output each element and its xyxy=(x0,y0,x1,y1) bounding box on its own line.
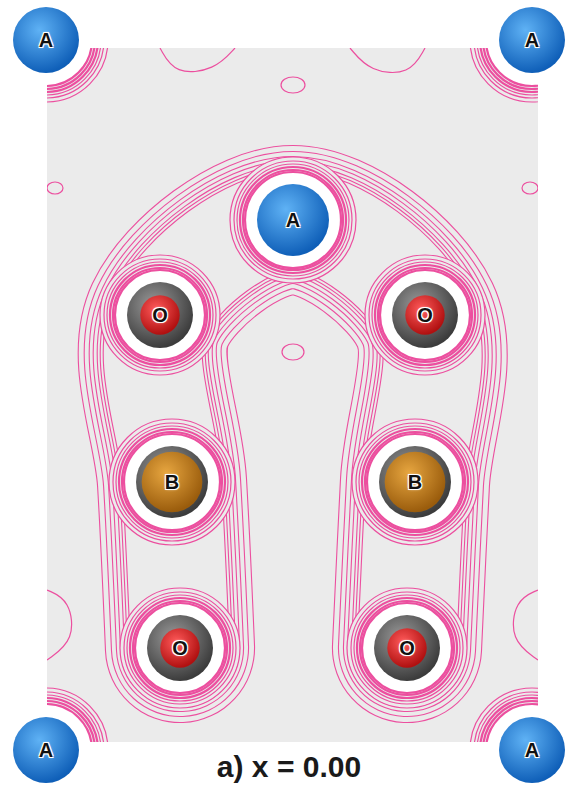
atom-label: B xyxy=(165,472,179,492)
atom-label: O xyxy=(152,305,168,325)
atom-site: O xyxy=(126,281,194,349)
atom-label: B xyxy=(408,472,422,492)
atom-label: A xyxy=(39,30,53,50)
atom-label: A xyxy=(525,740,539,760)
atom-site: A xyxy=(12,6,80,74)
atom-site: A xyxy=(12,716,80,784)
figure-caption: a) x = 0.00 xyxy=(0,750,578,784)
atom-label: O xyxy=(172,638,188,658)
atom-site: B xyxy=(378,445,452,519)
atom-label: O xyxy=(399,638,415,658)
plot-panel xyxy=(47,48,538,742)
atom-site: O xyxy=(373,614,441,682)
atom-label: A xyxy=(39,740,53,760)
atom-site: B xyxy=(135,445,209,519)
atom-label: O xyxy=(417,305,433,325)
atom-label: A xyxy=(525,30,539,50)
atom-site: A xyxy=(498,716,566,784)
atom-site: O xyxy=(146,614,214,682)
atom-site: O xyxy=(391,281,459,349)
atom-site: A xyxy=(498,6,566,74)
atom-label: A xyxy=(286,210,300,230)
contour-lines xyxy=(47,48,538,742)
atom-site: A xyxy=(256,183,330,257)
